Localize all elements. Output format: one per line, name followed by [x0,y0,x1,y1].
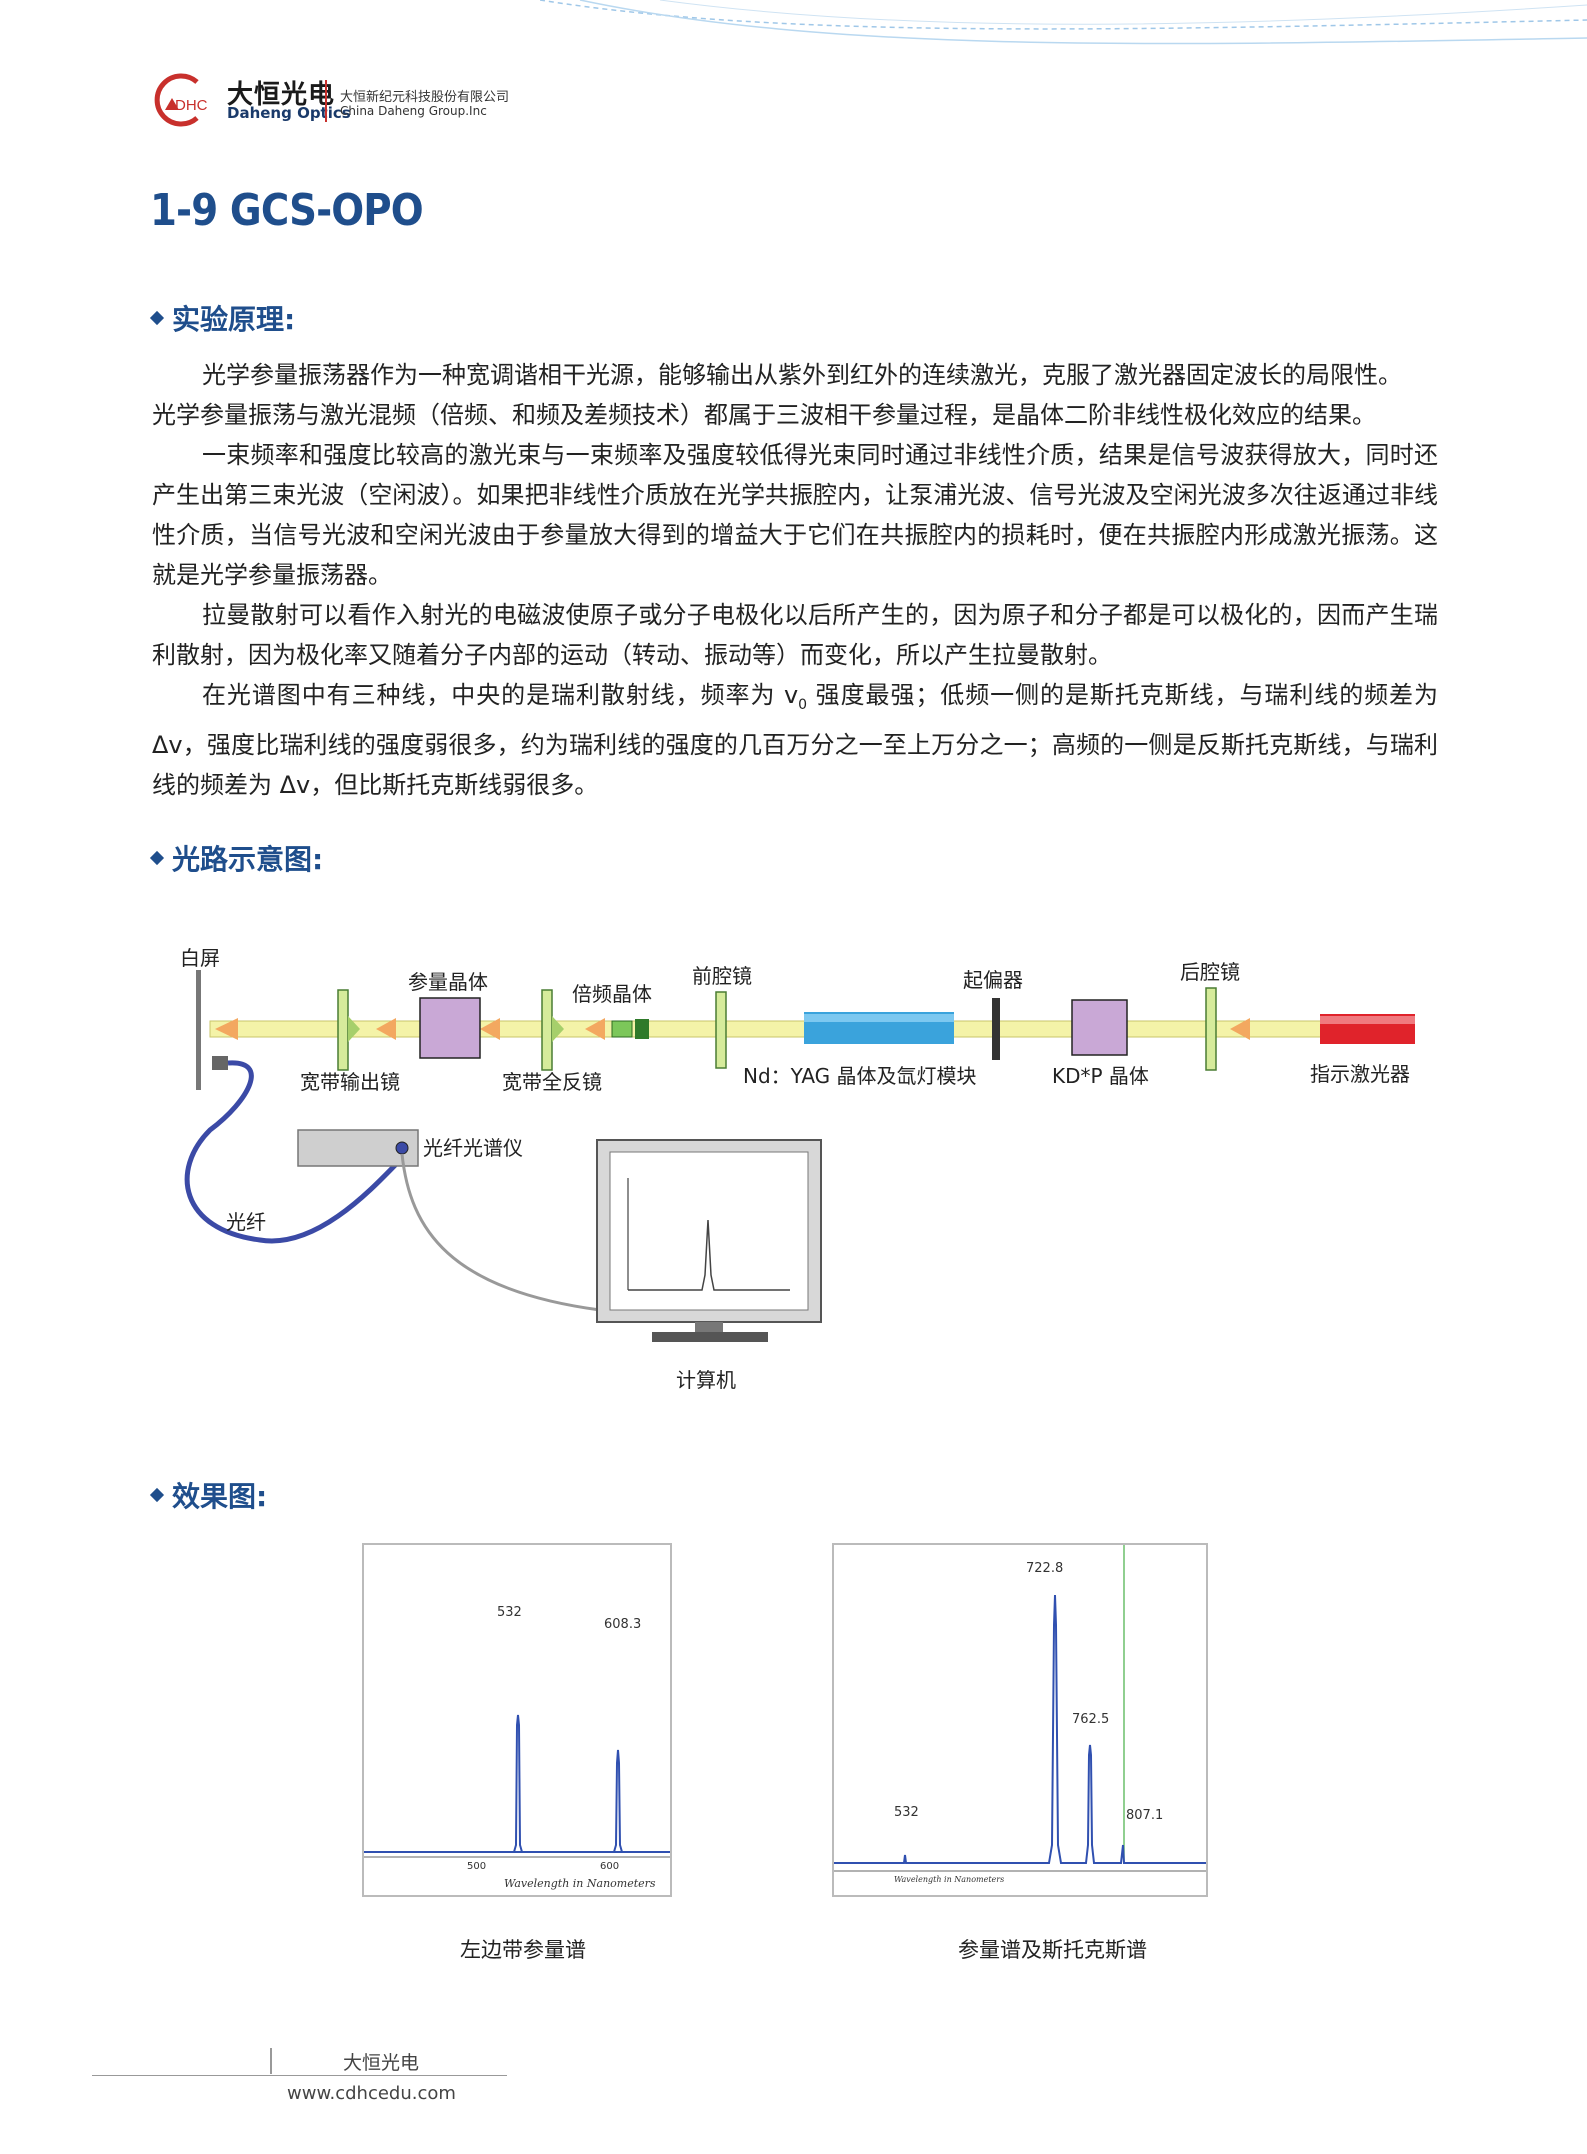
optical-fiber-shape [184,1060,407,1244]
peak-532 [513,1714,523,1853]
white-screen-shape [196,970,201,1090]
ndyag-module-highlight [804,1014,954,1022]
indicator-laser-highlight [1320,1016,1415,1024]
peak-608 [613,1749,623,1853]
label-wideband-full-reflect-mirror: 宽带全反镜 [502,1070,602,1094]
label-doubling-crystal: 倍频晶体 [572,982,652,1006]
left-sideband-spectrum: 532 608.3 500 600 Wavelength in Nanomete… [362,1543,672,1897]
peak-label-722: 722.8 [1026,1561,1064,1576]
label-indicator-laser: 指示激光器 [1310,1062,1410,1086]
company-english-name: China Daheng Group.Inc [340,104,487,118]
caption-right-spectrum: 参量谱及斯托克斯谱 [958,1938,1147,1962]
peak-label-807: 807.1 [1126,1808,1164,1823]
peak-label-608: 608.3 [604,1617,642,1632]
kdp-crystal-shape [1071,999,1128,1056]
tick-500: 500 [467,1861,487,1872]
label-front-mirror: 前腔镜 [692,964,752,988]
label-computer: 计算机 [676,1368,736,1392]
footer-website-link[interactable]: www.cdhcedu.com [287,2083,456,2104]
x-axis-label: Wavelength in Nanometers [894,1875,1005,1884]
mirror-coating-shape [348,1016,360,1042]
right-spectrum-plot [834,1545,1206,1872]
param-crystal-shape [419,997,481,1059]
label-param-crystal: 参量晶体 [408,970,488,994]
beam-arrow-icon [1230,1018,1250,1040]
footer-rule [92,2075,507,2076]
wideband-full-reflect-mirror-shape [541,989,553,1071]
label-kdp-crystal: KD*P 晶体 [1052,1064,1149,1088]
peak-label-762: 762.5 [1072,1712,1110,1727]
screen-spectrum-line [628,1219,790,1291]
beam-arrow-icon [376,1018,396,1040]
paragraph: 在光谱图中有三种线，中央的是瑞利散射线，频率为 v0 强度最强；低频一侧的是斯托… [152,681,1438,799]
svg-text:DHC: DHC [175,97,208,114]
dhc-logo-icon: DHC [154,73,208,127]
label-rear-mirror: 后腔镜 [1180,960,1240,984]
param-stokes-spectrum: 532 722.8 762.5 807.1 Wavelength in Nano… [832,1543,1208,1897]
x-axis-label: Wavelength in Nanometers [504,1877,656,1890]
rear-mirror-shape [1205,987,1217,1071]
doubling-crystal-shape [635,1019,649,1039]
header-decoration [540,0,1587,45]
mirror-coating-shape [552,1016,564,1042]
label-polarizer: 起偏器 [963,968,1023,992]
caption-left-spectrum: 左边带参量谱 [460,1938,586,1962]
paragraph: 拉曼散射可以看作入射光的电磁波使原子或分子电极化以后所产生的，因为原子和分子都是… [152,601,1438,669]
paragraph: 一束频率和强度比较高的激光束与一束频率及强度较低得光束同时通过非线性介质，结果是… [152,441,1438,589]
optical-path-diagram [184,970,1415,1342]
spectrometer-port-icon [395,1141,409,1155]
label-fiber-spectrometer: 光纤光谱仪 [423,1136,523,1160]
peak-label-532: 532 [497,1605,522,1620]
beam-arrow-icon [585,1018,605,1040]
principle-text: 光学参量振荡器作为一种宽调谐相干光源，能够输出从紫外到红外的连续激光，克服了激光… [152,355,1438,805]
company-chinese-name: 大恒新纪元科技股份有限公司 [340,90,510,105]
label-fiber: 光纤 [226,1210,266,1234]
tick-600: 600 [600,1861,620,1872]
spectrum-trace [834,1594,1206,1864]
section-heading-results: 效果图: [149,1475,267,1515]
diamond-bullet-icon [149,850,165,866]
footer-brand: 大恒光电 [343,2052,420,2074]
usb-cable-shape [400,1153,601,1312]
fiber-head-shape [212,1056,228,1070]
beam-arrow-icon [215,1018,238,1040]
doubling-crystal-shape [611,1020,633,1038]
peak-label-532: 532 [894,1805,919,1820]
logo-english-name: Daheng Optics [227,104,351,122]
footer-divider [270,2048,272,2074]
diamond-bullet-icon [149,1487,165,1503]
polarizer-shape [992,998,1000,1060]
section-heading-diagram: 光路示意图: [149,838,323,878]
brand-logo: DHC 大恒光电 Daheng Optics 大恒新纪元科技股份有限公司 Chi… [145,70,545,130]
left-spectrum-plot [364,1714,670,1858]
logo-chinese-name: 大恒光电 [227,80,336,110]
logo-divider [325,80,327,122]
page-title: 1-9 GCS-OPO [150,185,424,236]
monitor-base-shape [652,1332,768,1342]
label-wideband-output-mirror: 宽带输出镜 [300,1070,400,1094]
label-white-screen: 白屏 [180,946,220,970]
front-mirror-shape [715,991,727,1069]
paragraph: 光学参量振荡器作为一种宽调谐相干光源，能够输出从紫外到红外的连续激光，克服了激光… [202,361,1402,389]
monitor-stand-shape [695,1322,723,1334]
label-ndyag-module: Nd：YAG 晶体及氙灯模块 [743,1064,977,1088]
diamond-bullet-icon [149,310,165,326]
beam-arrow-icon [480,1018,500,1040]
paragraph: 光学参量振荡与激光混频（倍频、和频及差频技术）都属于三波相干参量过程，是晶体二阶… [152,401,1376,429]
wideband-output-mirror-shape [337,989,349,1071]
section-heading-principle: 实验原理: [149,298,295,338]
